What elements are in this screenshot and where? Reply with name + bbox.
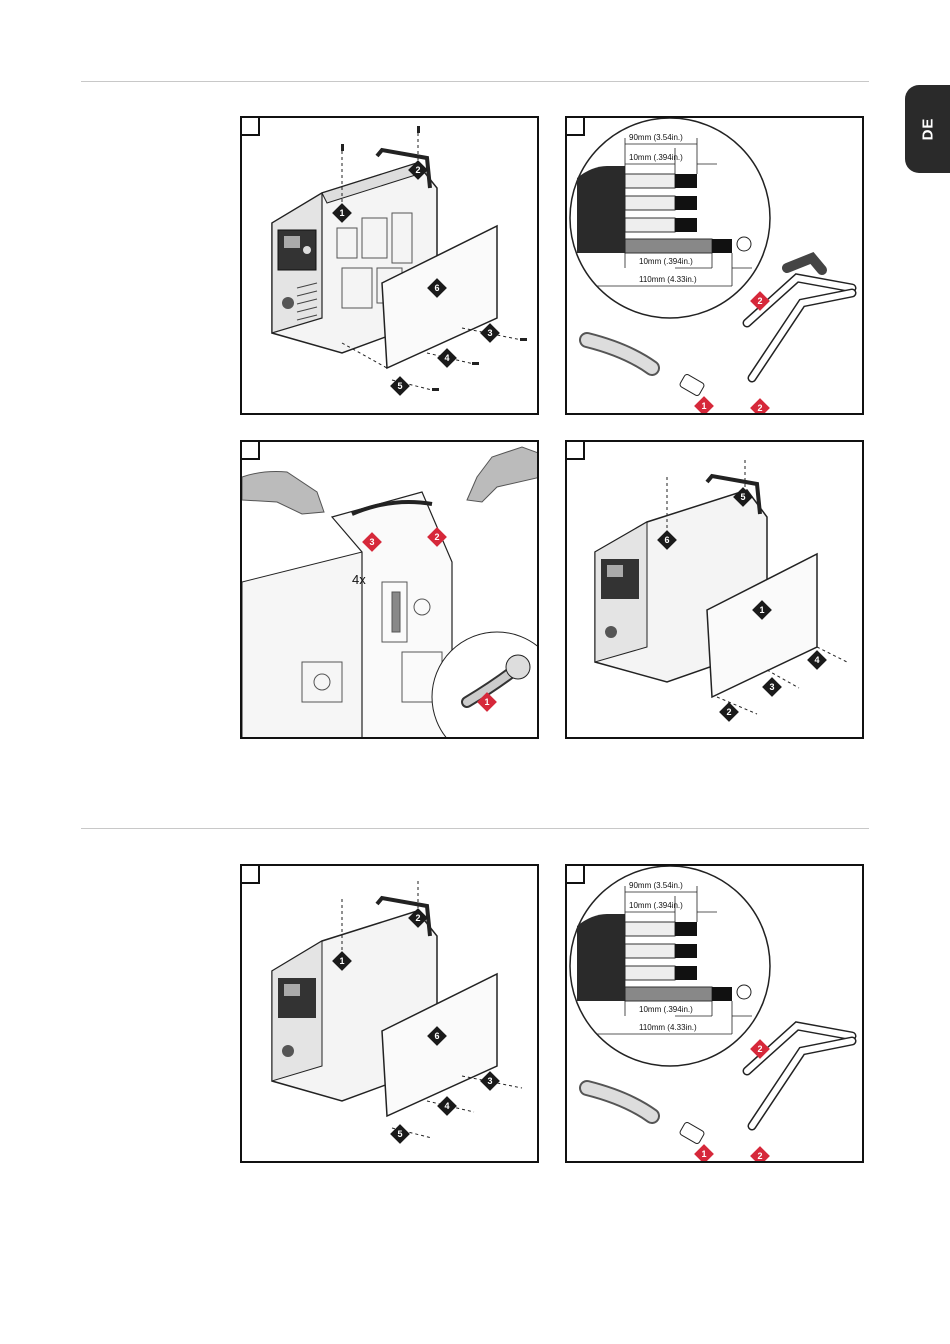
- illustration-connect-cable: 4x 1 2 3: [240, 440, 539, 739]
- illustration-remove-side-panel-2: 1 2 3 4 5 6: [240, 864, 539, 1163]
- step-badge: 4: [807, 650, 827, 670]
- dimension-label: 10mm (.394in.): [629, 153, 683, 162]
- language-tab: DE: [905, 85, 950, 173]
- step-badge-label: 2: [757, 1044, 762, 1054]
- step-badge-label: 2: [415, 165, 420, 175]
- step-badge: 5: [390, 376, 410, 396]
- dimension-label: 90mm (3.54in.): [629, 881, 683, 890]
- illustration-cable-preparation: 90mm (3.54in.) 10mm (.394in.) 10mm (.394…: [565, 116, 864, 415]
- step-badge-label: 6: [434, 1031, 439, 1041]
- section-divider-middle: [81, 828, 869, 829]
- step-badge-label: 1: [701, 401, 706, 411]
- illustration-cable-preparation-2: 90mm (3.54in.) 10mm (.394in.) 10mm (.394…: [565, 864, 864, 1163]
- step-badge-label: 2: [434, 532, 439, 542]
- language-tab-label: DE: [919, 118, 936, 141]
- step-badge-label: 1: [701, 1149, 706, 1159]
- step-badge-label: 2: [415, 913, 420, 923]
- dimension-label: 90mm (3.54in.): [629, 133, 683, 142]
- quantity-label: 4x: [352, 572, 366, 587]
- step-badge-label: 1: [759, 605, 764, 615]
- dimension-label: 10mm (.394in.): [639, 257, 693, 266]
- cable-strip-drawing: 90mm (3.54in.) 10mm (.394in.) 10mm (.394…: [567, 866, 864, 1163]
- welder-housing-drawing: 1 2 3 4 5 6: [242, 118, 539, 415]
- step-badge-label: 6: [664, 535, 669, 545]
- illustration-remove-side-panel: 1 2 3 4 5 6: [240, 116, 539, 415]
- step-badge-label: 2: [726, 707, 731, 717]
- step-badge: 2: [750, 1146, 770, 1163]
- step-badge-label: 2: [757, 403, 762, 413]
- connection-drawing: 4x 1 2 3: [242, 442, 539, 739]
- step-badge-label: 5: [397, 1129, 402, 1139]
- step-badge-label: 4: [444, 1101, 449, 1111]
- step-badge: 3: [480, 1071, 500, 1091]
- step-badge-label: 1: [484, 697, 489, 707]
- step-badge: 3: [480, 323, 500, 343]
- step-badge-label: 3: [487, 328, 492, 338]
- step-badge-label: 3: [369, 537, 374, 547]
- step-badge: 1: [694, 396, 714, 415]
- section-divider-top: [81, 81, 869, 82]
- step-badge-label: 4: [814, 655, 819, 665]
- dimension-label: 110mm (4.33in.): [639, 1023, 697, 1032]
- step-badge-label: 5: [397, 381, 402, 391]
- step-badge-label: 6: [434, 283, 439, 293]
- welder-housing-drawing: 1 2 3 4 5 6: [567, 442, 864, 739]
- step-badge-label: 3: [769, 682, 774, 692]
- step-badge-label: 5: [740, 492, 745, 502]
- step-badge-label: 1: [339, 956, 344, 966]
- welder-housing-drawing: 1 2 3 4 5 6: [242, 866, 539, 1163]
- step-badge: 1: [694, 1144, 714, 1163]
- dimension-label: 10mm (.394in.): [629, 901, 683, 910]
- step-badge: 2: [750, 398, 770, 415]
- cable-strip-drawing: 90mm (3.54in.) 10mm (.394in.) 10mm (.394…: [567, 118, 864, 415]
- dimension-label: 10mm (.394in.): [639, 1005, 693, 1014]
- step-badge-label: 4: [444, 353, 449, 363]
- step-badge: 5: [390, 1124, 410, 1144]
- step-badge-label: 2: [757, 296, 762, 306]
- step-badge: 4: [437, 1096, 457, 1116]
- step-badge-label: 2: [757, 1151, 762, 1161]
- dimension-label: 110mm (4.33in.): [639, 275, 697, 284]
- step-badge-label: 3: [487, 1076, 492, 1086]
- step-badge: 3: [762, 677, 782, 697]
- step-badge-label: 1: [339, 208, 344, 218]
- illustration-install-side-panel: 1 2 3 4 5 6: [565, 440, 864, 739]
- step-badge: 4: [437, 348, 457, 368]
